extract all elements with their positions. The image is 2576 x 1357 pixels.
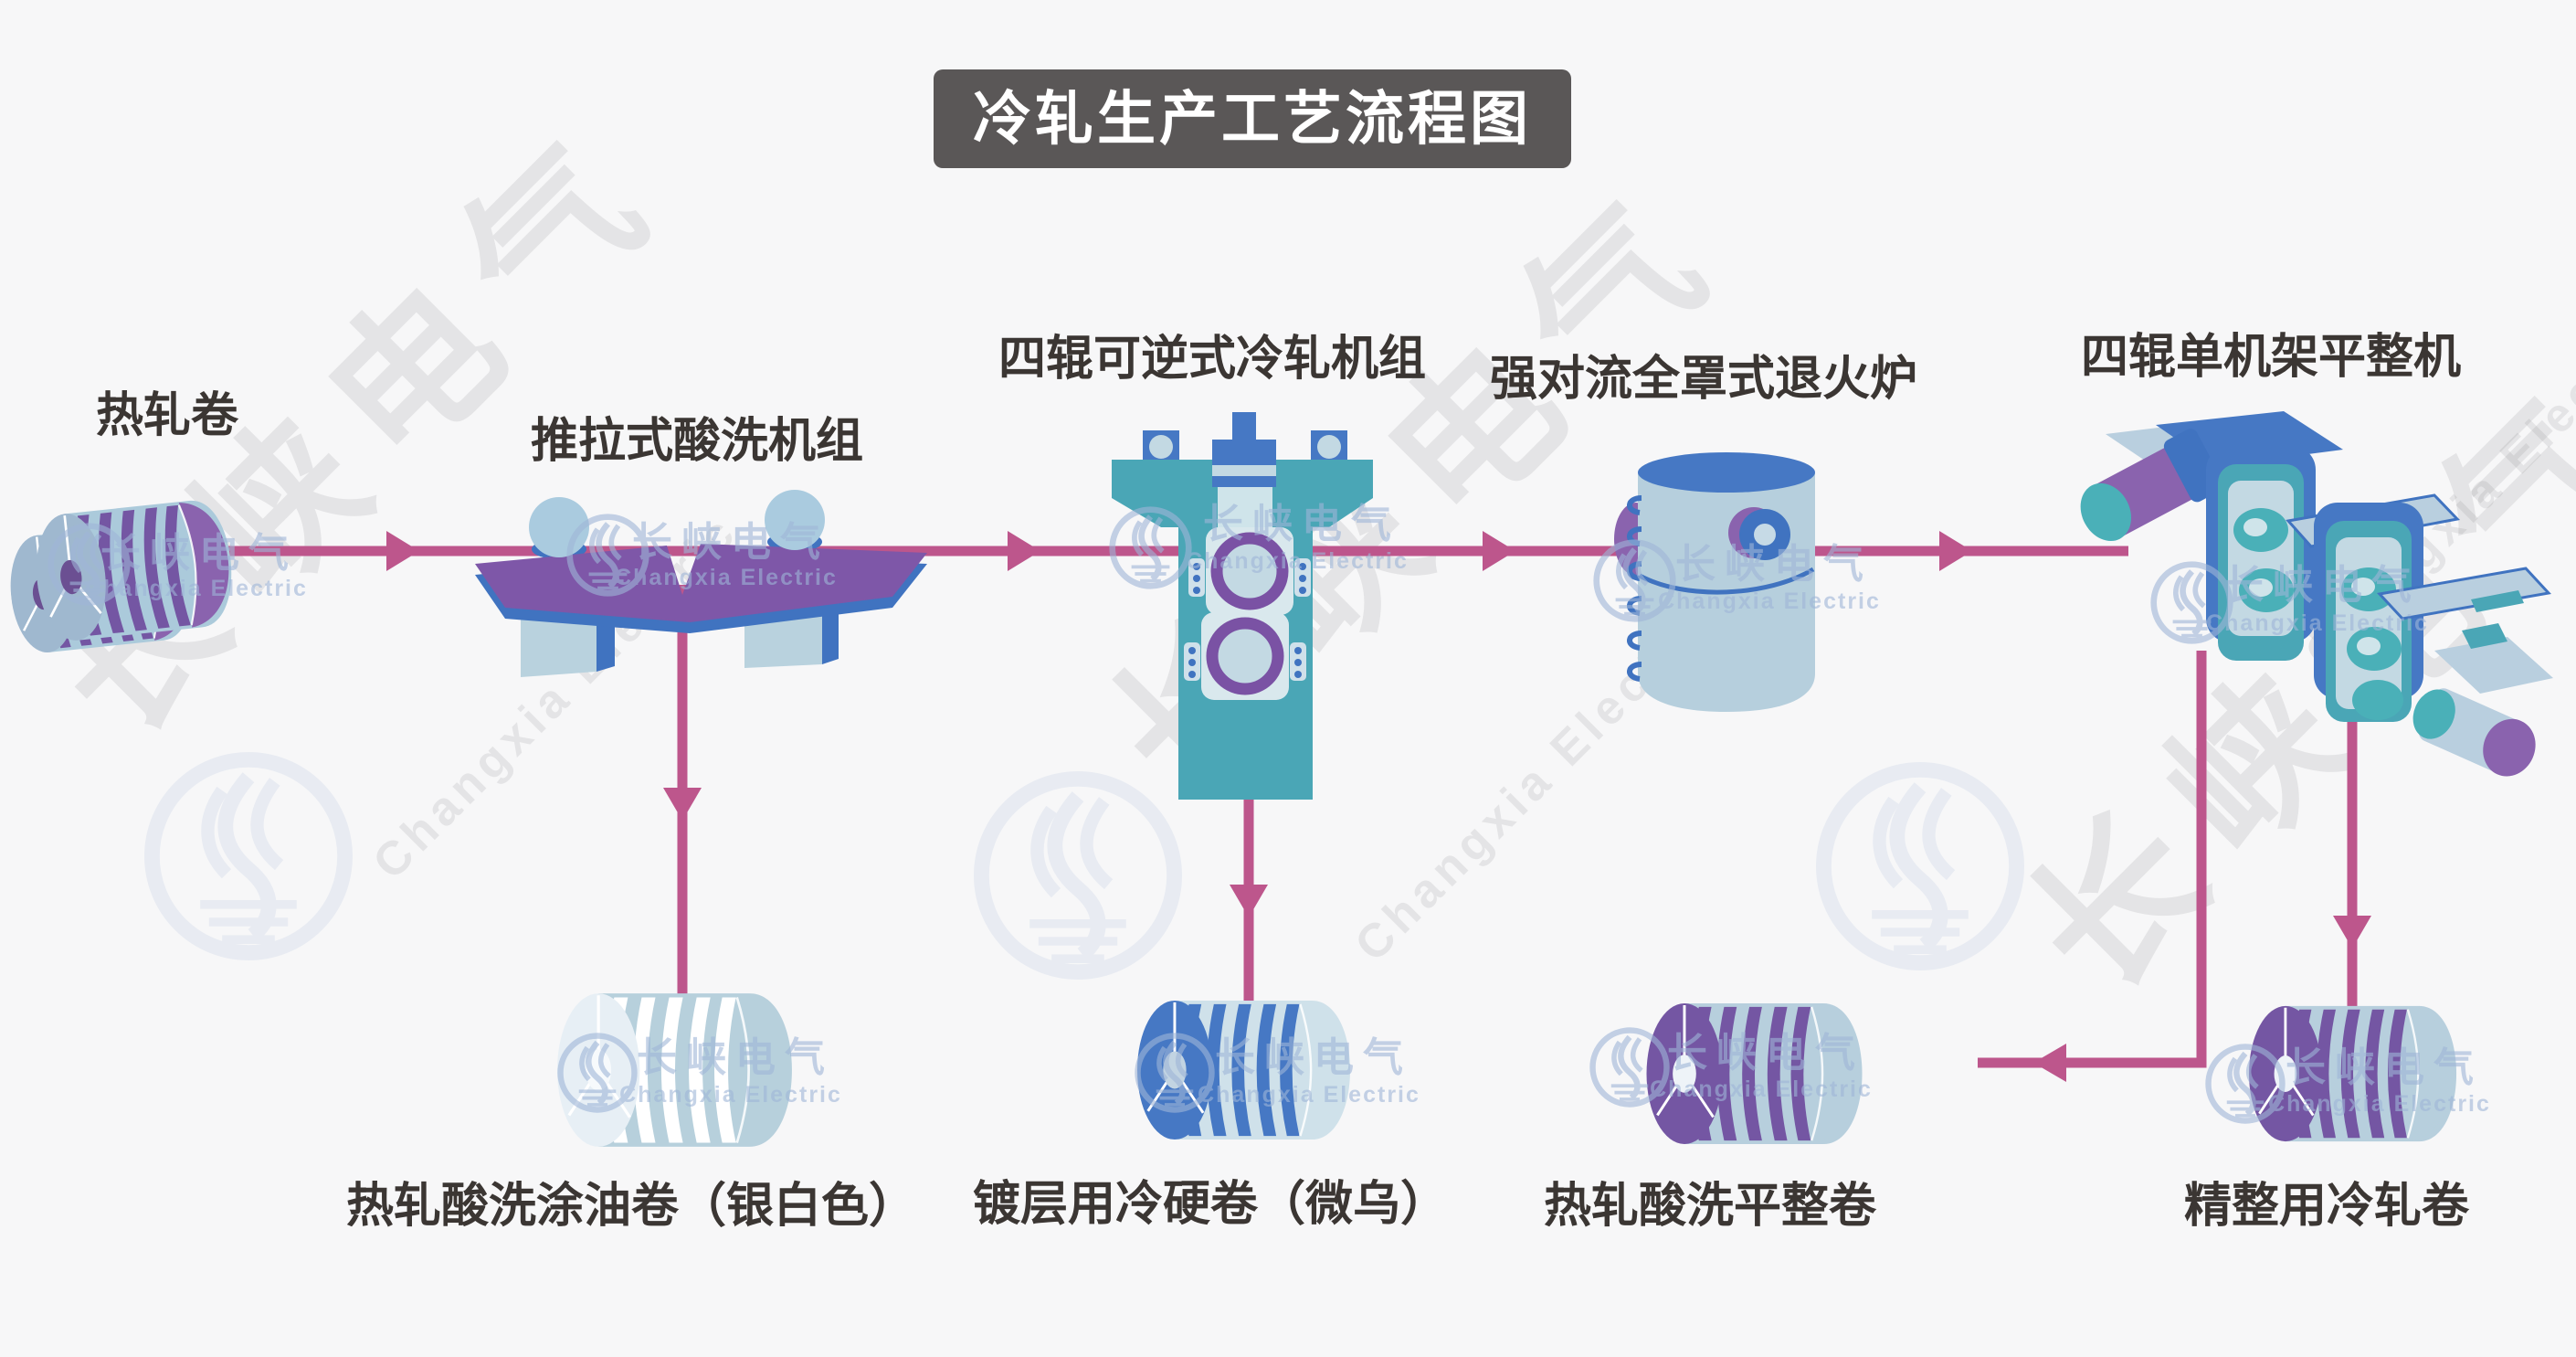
arrowhead-down-icon — [1230, 885, 1268, 917]
arrowhead-right-icon — [1483, 531, 1515, 571]
watermark-text-en: Changxia Electric — [1186, 548, 1409, 574]
mill-top-block-hole — [1149, 435, 1173, 459]
watermark-text-zh: 长峡电气 — [2223, 563, 2421, 608]
watermark-unit: 长峡电气 Changxia Electric — [1138, 1035, 1420, 1109]
temper-roll-face — [2357, 637, 2381, 655]
watermark-text-zh: 长峡电气 — [1675, 542, 1873, 587]
arrowhead-right-icon — [1939, 531, 1972, 571]
mill-screw-band2 — [1212, 476, 1276, 487]
watermark-units: 长峡电气 Changxia Electric 长峡电气 Changxia Ele… — [51, 502, 2491, 1120]
watermark-text-en: Changxia Electric — [1658, 588, 1881, 614]
temper-plate-exit — [2377, 567, 2551, 620]
watermark-text-zh: 长峡电气 — [637, 1035, 834, 1080]
temper-bar — [2471, 590, 2524, 612]
pickling-leg-side — [822, 606, 839, 664]
watermark-text-zh: 长峡电气 — [100, 531, 298, 576]
mill-screw-head — [1212, 440, 1276, 465]
arrowhead-down-icon — [663, 788, 702, 821]
watermark-text-zh: 长峡电气 — [1215, 1035, 1412, 1080]
work-roll-bottom — [1206, 617, 1284, 695]
pickling-unit-illustration — [475, 490, 927, 677]
watermark-unit: 长峡电气 Changxia Electric — [2209, 1045, 2491, 1120]
annealing-furnace-illustration — [1614, 452, 1815, 712]
product-label-temper-coil: 热轧酸洗平整卷 — [1544, 1180, 1877, 1233]
watermark-text-zh: 长峡电气 — [1667, 1031, 1864, 1076]
watermark-text-en: Changxia Electric — [1198, 1082, 1420, 1108]
product-label-oiled-coil: 热轧酸洗涂油卷（银白色） — [346, 1180, 916, 1233]
watermark-text-en: Changxia Electric — [615, 565, 838, 590]
arrowhead-left-icon — [2033, 1044, 2066, 1082]
watermark-unit: 长峡电气 Changxia Electric — [1597, 542, 1881, 619]
watermark-text-zh: 长峡电气 — [1203, 502, 1400, 546]
watermark-text-en: Changxia Electric — [1650, 1076, 1873, 1102]
watermark-unit: 长峡电气 Changxia Electric — [51, 526, 308, 603]
temper-exit-guide — [2462, 623, 2507, 649]
title-box: 冷轧生产工艺流程图 — [934, 69, 1571, 168]
temper-entry-roller — [2080, 429, 2224, 542]
arrowhead-right-icon — [1008, 531, 1040, 571]
watermark-text-zh: 长峡电气 — [632, 520, 829, 565]
product-label-cold-hard-coil: 镀层用冷硬卷（微乌） — [973, 1178, 1448, 1231]
stage-label-furnace: 强对流全罩式退火炉 — [1490, 352, 1917, 406]
stage-label-pickling: 推拉式酸洗机组 — [531, 415, 863, 468]
mill-top-block-hole — [1317, 435, 1341, 459]
arrowhead-down-icon — [2333, 916, 2371, 949]
pickling-leg — [521, 610, 596, 677]
furnace-band — [1638, 567, 1815, 595]
temper-mill-illustration — [2080, 411, 2553, 777]
cold-mill-illustration — [1112, 412, 1373, 800]
watermark-unit: 长峡电气 Changxia Electric — [2154, 563, 2429, 641]
temper-roll-face — [2243, 518, 2267, 536]
stage-label-temper-mill: 四辊单机架平整机 — [2081, 331, 2461, 384]
arrowhead-right-icon — [386, 531, 419, 571]
watermark-text-en: Changxia Electric — [2268, 1091, 2491, 1117]
temper-roll — [2352, 680, 2403, 720]
watermark-unit: 长峡电气 Changxia Electric — [570, 517, 838, 594]
mill-side-tabs — [1184, 558, 1311, 681]
stage-label-cold-mill: 四辊可逆式冷轧机组 — [998, 333, 1426, 386]
pickling-roller-ball — [765, 490, 825, 550]
furnace-lid — [1638, 452, 1815, 493]
mill-screw-stem — [1232, 412, 1256, 441]
watermark-unit: 长峡电气 Changxia Electric — [1593, 1031, 1873, 1105]
mill-screw-band — [1212, 465, 1276, 476]
work-roll-top — [1210, 532, 1289, 610]
temper-exit-roller — [2412, 688, 2536, 777]
page-title: 冷轧生产工艺流程图 — [973, 86, 1532, 152]
title-background — [934, 69, 1571, 168]
watermark-text-en: Changxia Electric — [85, 576, 308, 601]
watermark-text-en: Changxia Electric — [619, 1082, 842, 1108]
watermark-text-en: Changxia Electric — [2206, 610, 2429, 636]
temper-roll-face — [2351, 578, 2375, 596]
pickling-table-top — [475, 544, 927, 622]
watermark-text-zh: 长峡电气 — [2286, 1045, 2483, 1090]
temper-exit-table — [2434, 637, 2553, 694]
watermark-unit: 长峡电气 Changxia Electric — [1113, 502, 1409, 586]
product-label-finishing-coil: 精整用冷轧卷 — [2184, 1180, 2470, 1233]
watermark-unit: 长峡电气 Changxia Electric — [561, 1035, 842, 1109]
furnace-port-hole — [1754, 524, 1776, 546]
temper-roll-face — [2249, 578, 2273, 597]
stage-label-hot-coil: 热轧卷 — [96, 389, 239, 442]
